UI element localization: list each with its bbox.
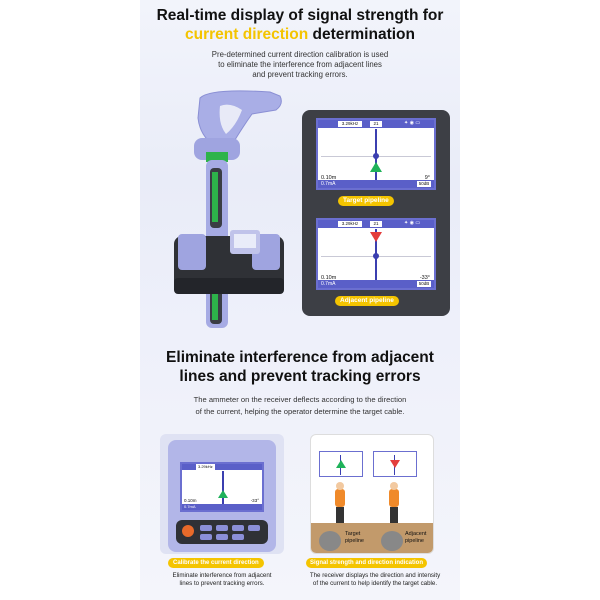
- status-icons: ✦ ◉ ▭: [404, 220, 421, 226]
- label-signal-indication: Signal strength and direction indication: [306, 558, 428, 568]
- card-frequency-readout: 3.29kHz: [196, 464, 215, 470]
- screen-comparison-panel: 3.29kHz 21 ✦ ◉ ▭ 0.10m 9° 0.7mA 50dB Tar…: [302, 110, 450, 316]
- right-pipe-label: Adjacent pipeline: [405, 531, 427, 544]
- section2-desc-line2: of the current, helping the operator det…: [195, 407, 405, 416]
- section1-desc-line1: Pre-determined current direction calibra…: [211, 50, 389, 59]
- depth-readout: 0.10m: [321, 275, 337, 281]
- db-readout: 50dB: [417, 281, 431, 287]
- direction-arrow-down-icon: [370, 232, 382, 242]
- section1-title-highlight: current direction: [185, 26, 309, 43]
- pipe-right-icon: [381, 531, 403, 551]
- direction-arrow-down-icon: [390, 460, 400, 468]
- key-button[interactable]: [200, 525, 212, 531]
- key-button[interactable]: [200, 534, 212, 540]
- card-current-readout: 0.7mA: [184, 504, 196, 509]
- direction-arrow-up-icon: [336, 460, 346, 468]
- card2-caption: The receiver displays the direction and …: [309, 572, 441, 587]
- section2-title-line1: Eliminate interference from adjacent: [166, 349, 434, 366]
- label-calibrate: Calibrate the current direction: [168, 558, 264, 568]
- receiver-screen-target: 3.29kHz 21 ✦ ◉ ▭ 0.10m 9° 0.7mA 50dB: [316, 118, 436, 190]
- angle-readout: 9°: [424, 175, 430, 181]
- label-adjacent-pipeline: Adjacent pipeline: [335, 296, 399, 306]
- key-button[interactable]: [232, 534, 244, 540]
- card-receiver-screen: 3.29kHz 0.10m -33° 0.7mA: [180, 462, 264, 512]
- signal-dot: [372, 153, 379, 159]
- label-target-pipeline: Target pipeline: [338, 196, 394, 206]
- direction-arrow-up-icon: [370, 162, 382, 172]
- card-signal-indication: Target pipeline Adjacent pipeline: [310, 434, 434, 554]
- card-calibrate: 3.29kHz 0.10m -33° 0.7mA: [160, 434, 284, 554]
- db-readout: 50dB: [417, 181, 431, 187]
- receiver-screen-adjacent: 3.29kHz 21 ✦ ◉ ▭ 0.10m -33° 0.7mA 50dB: [316, 218, 436, 290]
- card-depth-readout: 0.10m: [184, 498, 197, 503]
- section2-description: The ammeter on the receiver deflects acc…: [140, 394, 460, 418]
- pipe-left-icon: [319, 531, 341, 551]
- section2-desc-line1: The ammeter on the receiver deflects acc…: [193, 395, 407, 404]
- mini-screen-left: [319, 451, 363, 477]
- operator-left-icon: [335, 489, 345, 507]
- left-pipe-label: Target pipeline: [345, 531, 364, 544]
- frequency-readout: 3.29kHz: [338, 121, 362, 127]
- channel-readout: 21: [370, 121, 382, 127]
- receiver-device-illustration: [174, 90, 284, 328]
- current-readout: 0.7mA: [321, 281, 336, 287]
- card1-caption: Eliminate interference from adjacent lin…: [172, 572, 272, 587]
- key-button[interactable]: [216, 534, 228, 540]
- key-button[interactable]: [232, 525, 244, 531]
- depth-readout: 0.10m: [321, 175, 337, 181]
- angle-readout: -33°: [419, 275, 430, 281]
- section2-title-line2: lines and prevent tracking errors: [179, 368, 421, 385]
- channel-readout: 21: [370, 221, 382, 227]
- section1-title-rest: determination: [308, 26, 415, 43]
- operator-right-icon: [389, 489, 399, 507]
- section1-title-line1: Real-time display of signal strength for: [156, 7, 444, 24]
- keypad: [176, 520, 268, 544]
- product-page: Real-time display of signal strength for…: [140, 0, 460, 600]
- power-button[interactable]: [182, 525, 194, 537]
- section1-title: Real-time display of signal strength for…: [140, 6, 460, 44]
- key-button[interactable]: [216, 525, 228, 531]
- frequency-readout: 3.29kHz: [338, 221, 362, 227]
- signal-dot: [372, 253, 379, 259]
- direction-arrow-up-icon: [218, 490, 228, 498]
- section1-desc-line2: to eliminate the interference from adjac…: [218, 60, 382, 69]
- key-button[interactable]: [248, 525, 260, 531]
- mini-screen-right: [373, 451, 417, 477]
- status-icons: ✦ ◉ ▭: [404, 120, 421, 126]
- section1-description: Pre-determined current direction calibra…: [140, 50, 460, 80]
- section1-desc-line3: and prevent tracking errors.: [252, 70, 348, 79]
- current-readout: 0.7mA: [321, 181, 336, 187]
- card-angle-readout: -33°: [250, 498, 259, 503]
- section2-title: Eliminate interference from adjacent lin…: [140, 348, 460, 386]
